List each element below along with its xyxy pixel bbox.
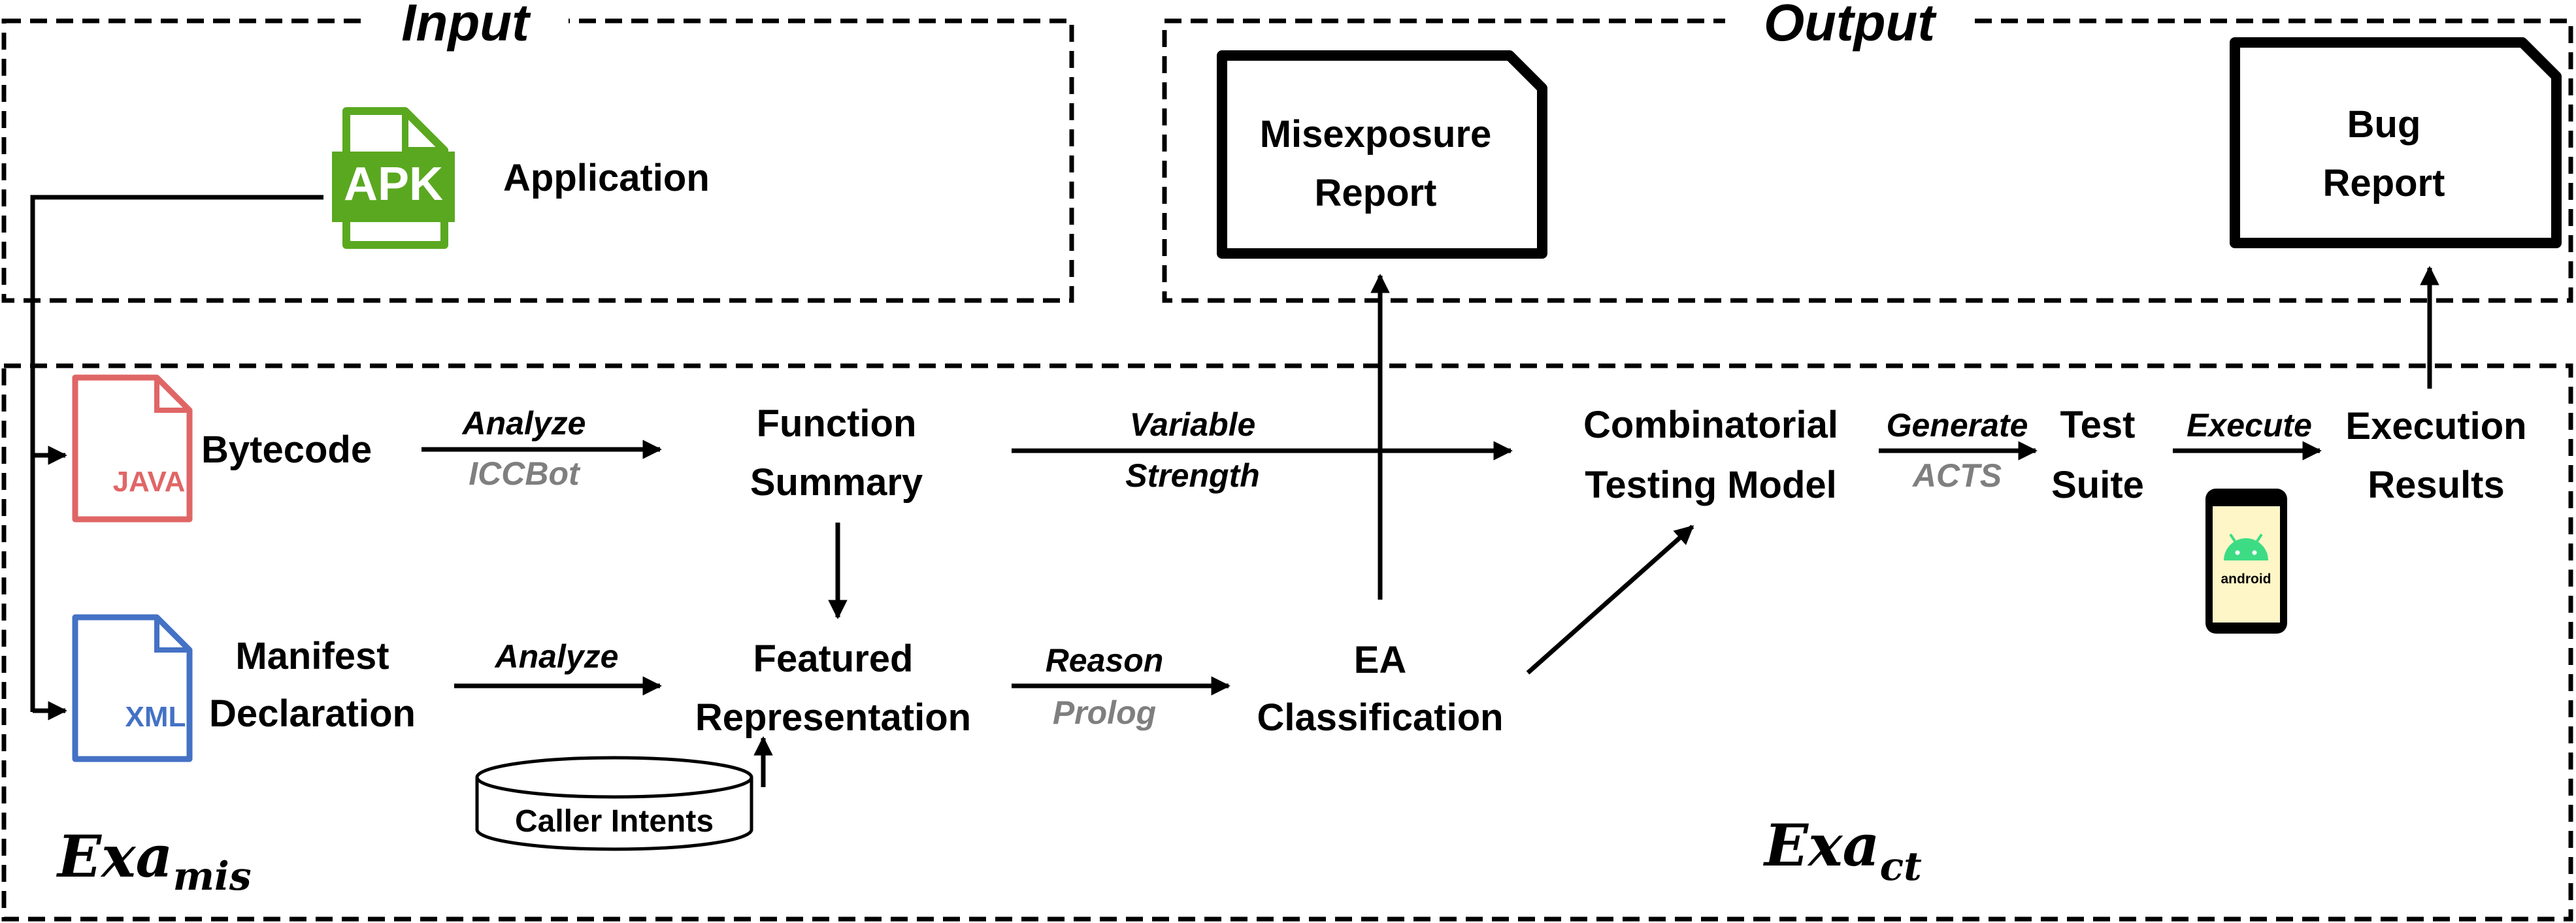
exa-mis-sub: mis <box>173 854 252 899</box>
exa-mis-label: Examis <box>56 822 252 899</box>
caller-intents-label: Caller Intents <box>515 804 714 839</box>
execution-results-line2: Results <box>2368 464 2505 506</box>
iccbot-tool-label: ICCBot <box>469 455 581 492</box>
manifest-label-line2: Declaration <box>209 692 416 735</box>
bug-report-doc: Bug Report <box>2230 37 2562 248</box>
misexposure-line1: Misexposure <box>1260 113 1492 155</box>
ea-classification-line1: EA <box>1354 639 1407 681</box>
caller-intents-database: Caller Intents <box>475 756 753 851</box>
ea-to-ct-model-arrow <box>1526 525 1694 675</box>
prolog-tool-label: Prolog <box>1053 694 1156 731</box>
variable-label: Variable <box>1130 406 1256 443</box>
xml-file-icon: XML <box>72 614 193 762</box>
input-section: Input <box>1 0 1074 303</box>
misexposure-line2: Report <box>1315 172 1437 214</box>
xml-icon-label: XML <box>125 701 186 733</box>
apk-icon-label: APK <box>344 158 443 210</box>
execution-results-line1: Execution <box>2345 405 2526 447</box>
bytecode-label: Bytecode <box>201 429 372 471</box>
bug-report-line2: Report <box>2323 162 2445 204</box>
exa-mis-base: Exa <box>56 822 173 890</box>
test-suite-line1: Test <box>2060 404 2136 446</box>
apk-feed-line <box>30 195 323 712</box>
test-suite-line2: Suite <box>2051 464 2144 506</box>
function-summary-line1: Function <box>757 402 917 445</box>
ct-model-line1: Combinatorial <box>1583 404 1838 446</box>
input-section-title: Input <box>401 0 531 52</box>
manifest-label-line1: Manifest <box>235 635 389 677</box>
execute-label: Execute <box>2187 407 2312 444</box>
featured-representation-line1: Featured <box>753 638 914 680</box>
exa-ct-label: Exact <box>1762 811 1922 890</box>
java-icon-label: JAVA <box>113 466 186 498</box>
analyze-manifest-label: Analyze <box>494 638 619 675</box>
function-summary-line2: Summary <box>750 461 923 504</box>
application-label: Application <box>503 157 710 199</box>
output-section: Output <box>1162 0 2573 303</box>
android-label: android <box>2221 572 2271 587</box>
output-section-title: Output <box>1764 0 1937 52</box>
acts-tool-label: ACTS <box>1911 457 2002 494</box>
bug-report-line1: Bug <box>2347 103 2421 146</box>
featured-representation-line2: Representation <box>695 696 971 739</box>
strength-label: Strength <box>1125 457 1260 494</box>
exa-ct-base: Exa <box>1762 811 1880 879</box>
misexposure-report-doc: Misexposure Report <box>1217 50 1547 259</box>
analyze-bytecode-label: Analyze <box>461 405 586 442</box>
ea-classification-line2: Classification <box>1257 696 1503 739</box>
process-section <box>1 363 2573 922</box>
exa-ct-sub: ct <box>1880 844 1923 890</box>
reason-label: Reason <box>1046 642 1164 679</box>
generate-label: Generate <box>1887 407 2028 444</box>
ct-model-line2: Testing Model <box>1585 464 1837 506</box>
apk-icon: APK <box>332 107 455 249</box>
android-phone-icon: android <box>2205 489 2287 634</box>
java-file-icon: JAVA <box>72 374 193 523</box>
